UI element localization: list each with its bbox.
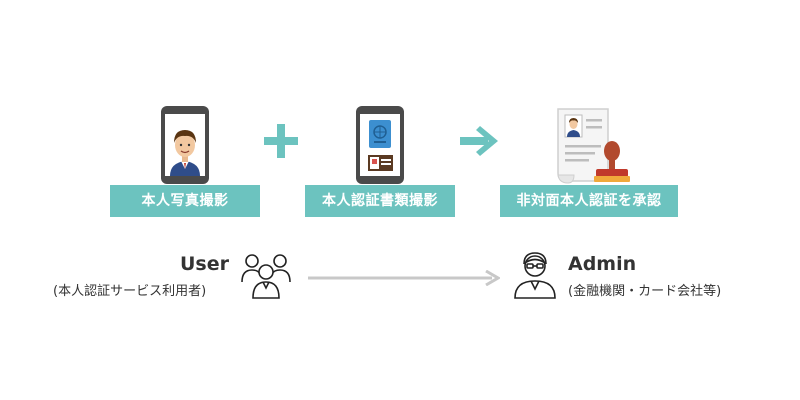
user-subtitle: (本人認証サービス利用者) [53,284,207,299]
user-title: User [180,253,229,275]
plus-icon [264,124,298,158]
phone-id-document-icon [356,106,404,184]
document-stamp-approval-icon [557,108,630,184]
admin-person-icon [514,252,556,299]
user-group-icon [241,254,291,299]
admin-title: Admin [568,253,637,275]
arrow-right-icon [460,126,498,156]
phone-selfie-icon [161,106,209,184]
step-label-id-document: 本人認証書類撮影 [305,185,455,217]
flow-arrow-icon [308,270,500,286]
step-label-selfie: 本人写真撮影 [110,185,260,217]
admin-subtitle: (金融機関・カード会社等) [568,284,722,299]
step-label-approval: 非対面本人認証を承認 [500,185,678,217]
